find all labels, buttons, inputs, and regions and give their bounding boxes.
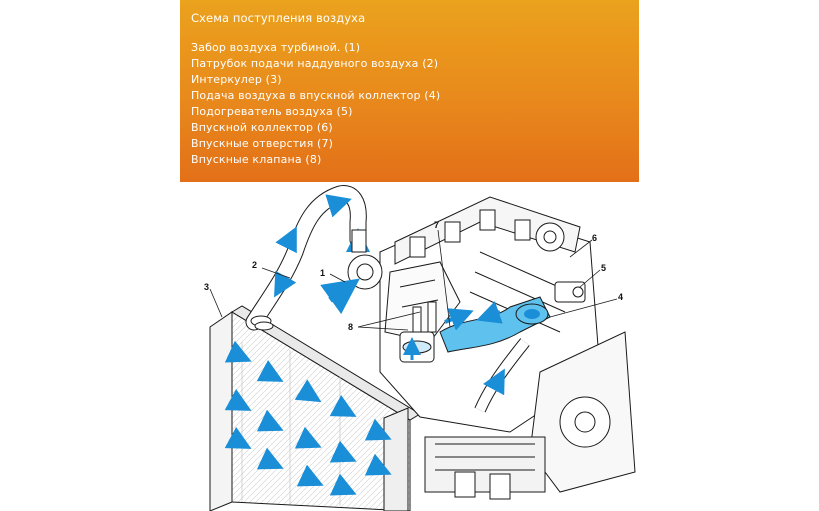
legend-item-6: Впускной коллектор (6)	[191, 121, 333, 134]
legend-item-2: Патрубок подачи наддувного воздуха (2)	[191, 57, 439, 70]
diagram-title: Схема поступления воздуха	[191, 11, 366, 25]
charge-air-pipe	[245, 185, 370, 331]
legend-item-8: Впускные клапана (8)	[191, 153, 322, 166]
intercooler-air-arrows	[224, 340, 392, 496]
callout-numbers: 1 2 3 4 5 6 7 8	[204, 220, 623, 332]
callout-7: 7	[434, 220, 439, 230]
callout-leaders	[209, 229, 618, 331]
legend-item-4: Подача воздуха в впускной коллектор (4)	[191, 89, 441, 102]
callout-3: 3	[204, 282, 209, 292]
intake-valves	[399, 301, 437, 363]
legend-item-7: Впускные отверстия (7)	[191, 137, 334, 150]
callout-4: 4	[618, 292, 623, 302]
callout-6: 6	[592, 233, 597, 243]
callout-1: 1	[320, 268, 325, 278]
engine-illustration: 1 2 3 4 5 6 7 8	[204, 185, 636, 511]
legend-list: Забор воздуха турбиной. (1) Патрубок под…	[191, 40, 639, 168]
air-heater	[554, 281, 586, 303]
legend-item-5: Подогреватель воздуха (5)	[191, 105, 353, 118]
engine-air-flow-diagram: 1 2 3 4 5 6 7 8	[180, 182, 639, 511]
callout-8: 8	[348, 322, 353, 332]
callout-2: 2	[252, 260, 257, 270]
header-panel: Схема поступления воздуха Забор воздуха …	[180, 0, 639, 182]
callout-5: 5	[601, 263, 606, 273]
turbocharger	[320, 229, 383, 315]
legend-item-3: Интеркулер (3)	[191, 73, 282, 86]
intake-manifold	[439, 296, 551, 413]
legend-item-1: Забор воздуха турбиной. (1)	[191, 41, 361, 54]
